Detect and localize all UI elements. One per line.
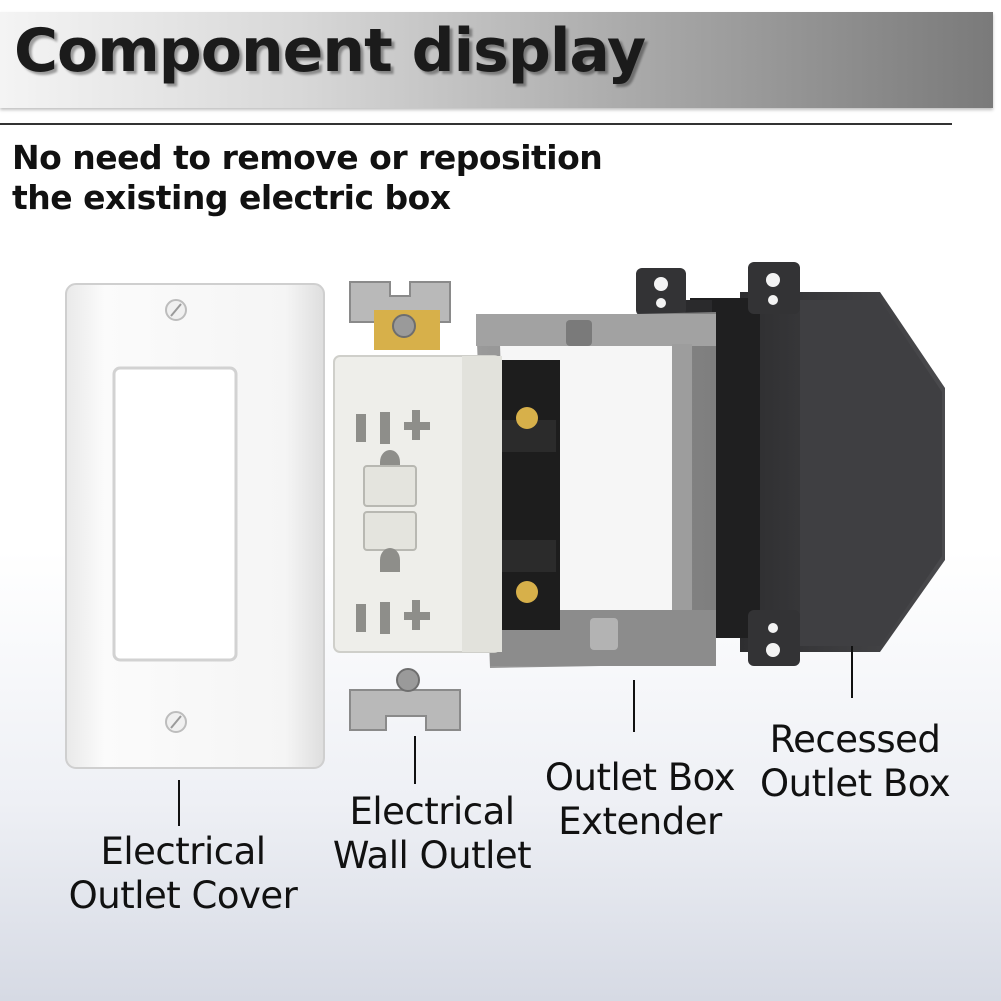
electrical-outlet-cover [65, 283, 325, 769]
label-line: Outlet Cover [68, 874, 298, 917]
page-title: Component display [14, 16, 646, 86]
mounting-ear-icon [748, 610, 800, 666]
test-button-icon [363, 465, 417, 507]
label-electrical-wall-outlet: Electrical Wall Outlet [322, 790, 542, 878]
electrical-wall-outlet [333, 281, 560, 731]
label-line: Wall Outlet [332, 834, 532, 877]
reset-button-icon [363, 511, 417, 551]
mounting-ear-icon [636, 268, 686, 316]
label-line: Outlet Box [760, 762, 951, 805]
header-divider [0, 123, 952, 125]
label-line: Electrical [100, 830, 266, 873]
header-banner: Component display [0, 12, 993, 108]
mounting-ear-icon [748, 262, 800, 314]
receptacle-bottom [356, 548, 430, 634]
mounting-screw-icon [396, 668, 420, 692]
label-line: Recessed [769, 718, 941, 761]
label-line: Electrical [349, 790, 515, 833]
terminal-screw-icon [516, 407, 538, 429]
leader-lines [178, 646, 853, 826]
subtitle-line-2: the existing electric box [12, 178, 451, 217]
label-electrical-outlet-cover: Electrical Outlet Cover [58, 830, 308, 918]
label-outlet-box-extender: Outlet Box Extender [540, 756, 740, 844]
subtitle: No need to remove or reposition the exis… [12, 138, 603, 218]
subtitle-line-1: No need to remove or reposition [12, 138, 603, 177]
mounting-screw-icon [392, 314, 416, 338]
label-recessed-outlet-box: Recessed Outlet Box [760, 718, 951, 806]
label-line: Extender [558, 800, 722, 843]
terminal-screw-icon [516, 581, 538, 603]
label-line: Outlet Box [544, 756, 736, 799]
